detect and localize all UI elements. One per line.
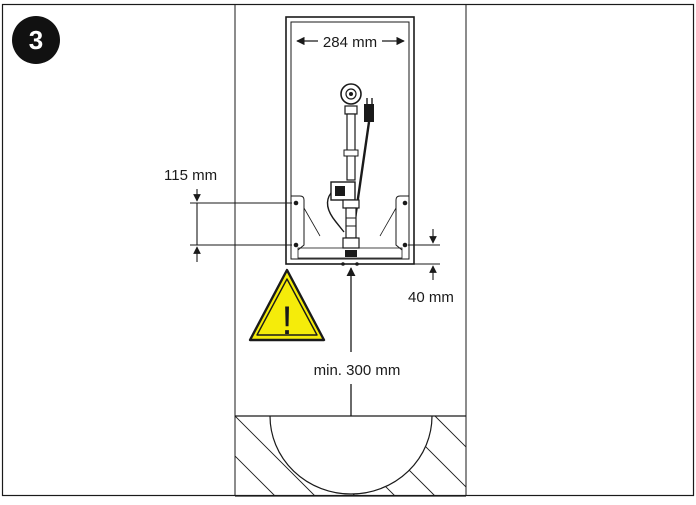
warning-exclamation: ! <box>281 299 292 343</box>
bottom-offset-label: 40 mm <box>408 289 454 306</box>
width-dimension: 284 mm <box>296 34 405 51</box>
floor-clearance-label: min. 300 mm <box>314 362 401 379</box>
step-badge: 3 <box>12 16 60 64</box>
mounting-hole <box>293 200 299 206</box>
spacing-dimension: 115 mm <box>164 167 292 262</box>
valve-assembly <box>326 83 374 257</box>
spacing-label: 115 mm <box>164 167 217 184</box>
floor-section <box>235 415 466 497</box>
warning-triangle: ! <box>248 268 326 343</box>
mounting-hole <box>402 200 408 206</box>
mounting-hole <box>402 242 408 248</box>
mounting-hole <box>293 242 299 248</box>
bottom-offset-dimension: 40 mm <box>408 229 454 306</box>
width-label: 284 mm <box>323 34 377 51</box>
step-number: 3 <box>29 25 43 55</box>
